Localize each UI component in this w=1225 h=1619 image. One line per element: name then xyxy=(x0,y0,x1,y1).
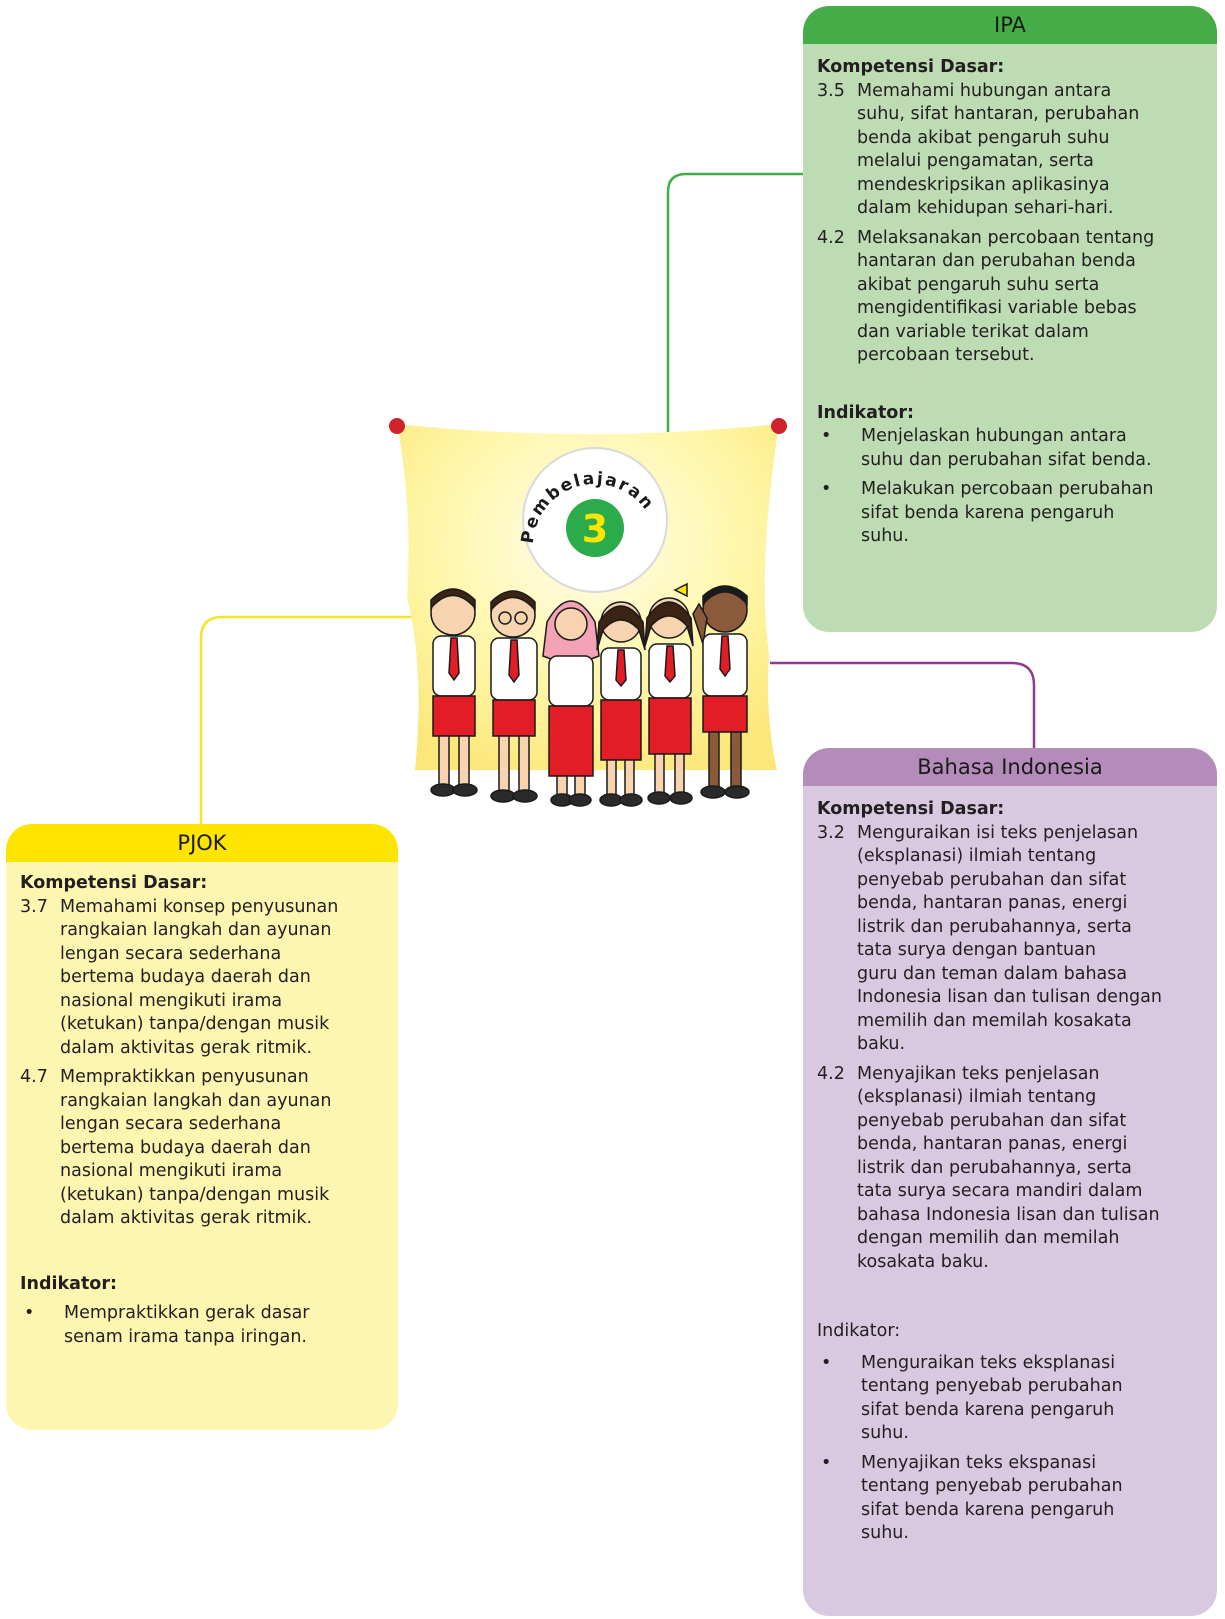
pin-right xyxy=(771,418,787,434)
indicator-text: Menguraikan teks eksplanasi tentang peny… xyxy=(861,1352,1123,1444)
pjok-indicator-heading: Indikator: xyxy=(20,1273,117,1294)
indicator-text: Mempraktikkan gerak dasar senam irama ta… xyxy=(64,1303,310,1347)
indicator-text: Menjelaskan hubungan antara suhu dan per… xyxy=(861,426,1152,470)
pjok-kd-item: 3.7 Memahami konsep penyusunan rangkaian… xyxy=(20,896,384,1061)
badge-number: 3 xyxy=(582,507,608,551)
bahasa-kd-item: 4.2 Menyajikan teks penjelasan (eksplana… xyxy=(817,1063,1203,1275)
ipa-indicator-item: • Melakukan percobaan perubahan sifat be… xyxy=(817,478,1203,549)
bahasa-kd-heading: Kompetensi Dasar: xyxy=(817,799,1005,819)
children-illustration xyxy=(430,582,750,807)
bullet-icon: • xyxy=(821,479,832,499)
indicator-text: Menyajikan teks ekspanasi tentang penyeb… xyxy=(861,1452,1123,1544)
bullet-icon: • xyxy=(821,1352,832,1373)
bahasa-kd-item: 3.2 Menguraikan isi teks penjelasan (eks… xyxy=(817,822,1203,1057)
ipa-kd-item: 3.5 Memahami hubungan antara suhu, sifat… xyxy=(817,80,1203,221)
kd-text: Melaksanakan percobaan tentang hantaran … xyxy=(857,227,1155,366)
ipa-title: IPA xyxy=(803,6,1217,44)
kd-number: 3.7 xyxy=(20,896,48,917)
pjok-title: PJOK xyxy=(6,824,398,862)
bahasa-indonesia-card: Bahasa Indonesia Kompetensi Dasar: 3.2 M… xyxy=(803,748,1217,1616)
bahasa-title: Bahasa Indonesia xyxy=(803,748,1217,786)
ipa-card: IPA Kompetensi Dasar: 3.5 Memahami hubun… xyxy=(803,6,1217,632)
pjok-indicator-item: • Mempraktikkan gerak dasar senam irama … xyxy=(20,1302,384,1349)
pjok-card: PJOK Kompetensi Dasar: 3.7 Memahami kons… xyxy=(6,824,398,1430)
kd-number: 4.2 xyxy=(817,1063,845,1084)
indicator-text: Melakukan percobaan perubahan sifat bend… xyxy=(861,479,1154,546)
kd-text: Menguraikan isi teks penjelasan (eksplan… xyxy=(857,822,1162,1055)
pjok-kd-item: 4.7 Mempraktikkan penyusunan rangkaian l… xyxy=(20,1066,384,1231)
bahasa-indicator-item: • Menyajikan teks ekspanasi tentang peny… xyxy=(817,1452,1203,1546)
kd-number: 4.7 xyxy=(20,1067,48,1087)
lesson-poster: Pembelajaran 3 xyxy=(385,418,795,848)
kd-number: 4.2 xyxy=(817,227,845,248)
kd-number: 3.5 xyxy=(817,80,845,101)
bahasa-indicator-item: • Menguraikan teks eksplanasi tentang pe… xyxy=(817,1352,1203,1446)
pin-left xyxy=(389,418,405,434)
ipa-indicator-heading: Indikator: xyxy=(817,402,914,423)
ipa-kd-heading: Kompetensi Dasar: xyxy=(817,57,1005,77)
bullet-icon: • xyxy=(821,426,832,446)
kd-number: 3.2 xyxy=(817,822,845,843)
ipa-indicator-item: • Menjelaskan hubungan antara suhu dan p… xyxy=(817,425,1203,472)
kd-text: Menyajikan teks penjelasan (eksplanasi) … xyxy=(857,1063,1160,1272)
kd-text: Memahami hubungan antara suhu, sifat han… xyxy=(857,80,1140,219)
bahasa-indicator-heading: Indikator: xyxy=(817,1321,901,1341)
bullet-icon: • xyxy=(24,1303,35,1323)
badge-number-disc xyxy=(566,499,624,557)
kd-text: Memahami konsep penyusunan rangkaian lan… xyxy=(60,896,339,1058)
pjok-kd-heading: Kompetensi Dasar: xyxy=(20,873,208,893)
bullet-icon: • xyxy=(821,1452,832,1473)
ipa-kd-item: 4.2 Melaksanakan percobaan tentang hanta… xyxy=(817,227,1203,368)
kd-text: Mempraktikkan penyusunan rangkaian langk… xyxy=(60,1067,332,1228)
